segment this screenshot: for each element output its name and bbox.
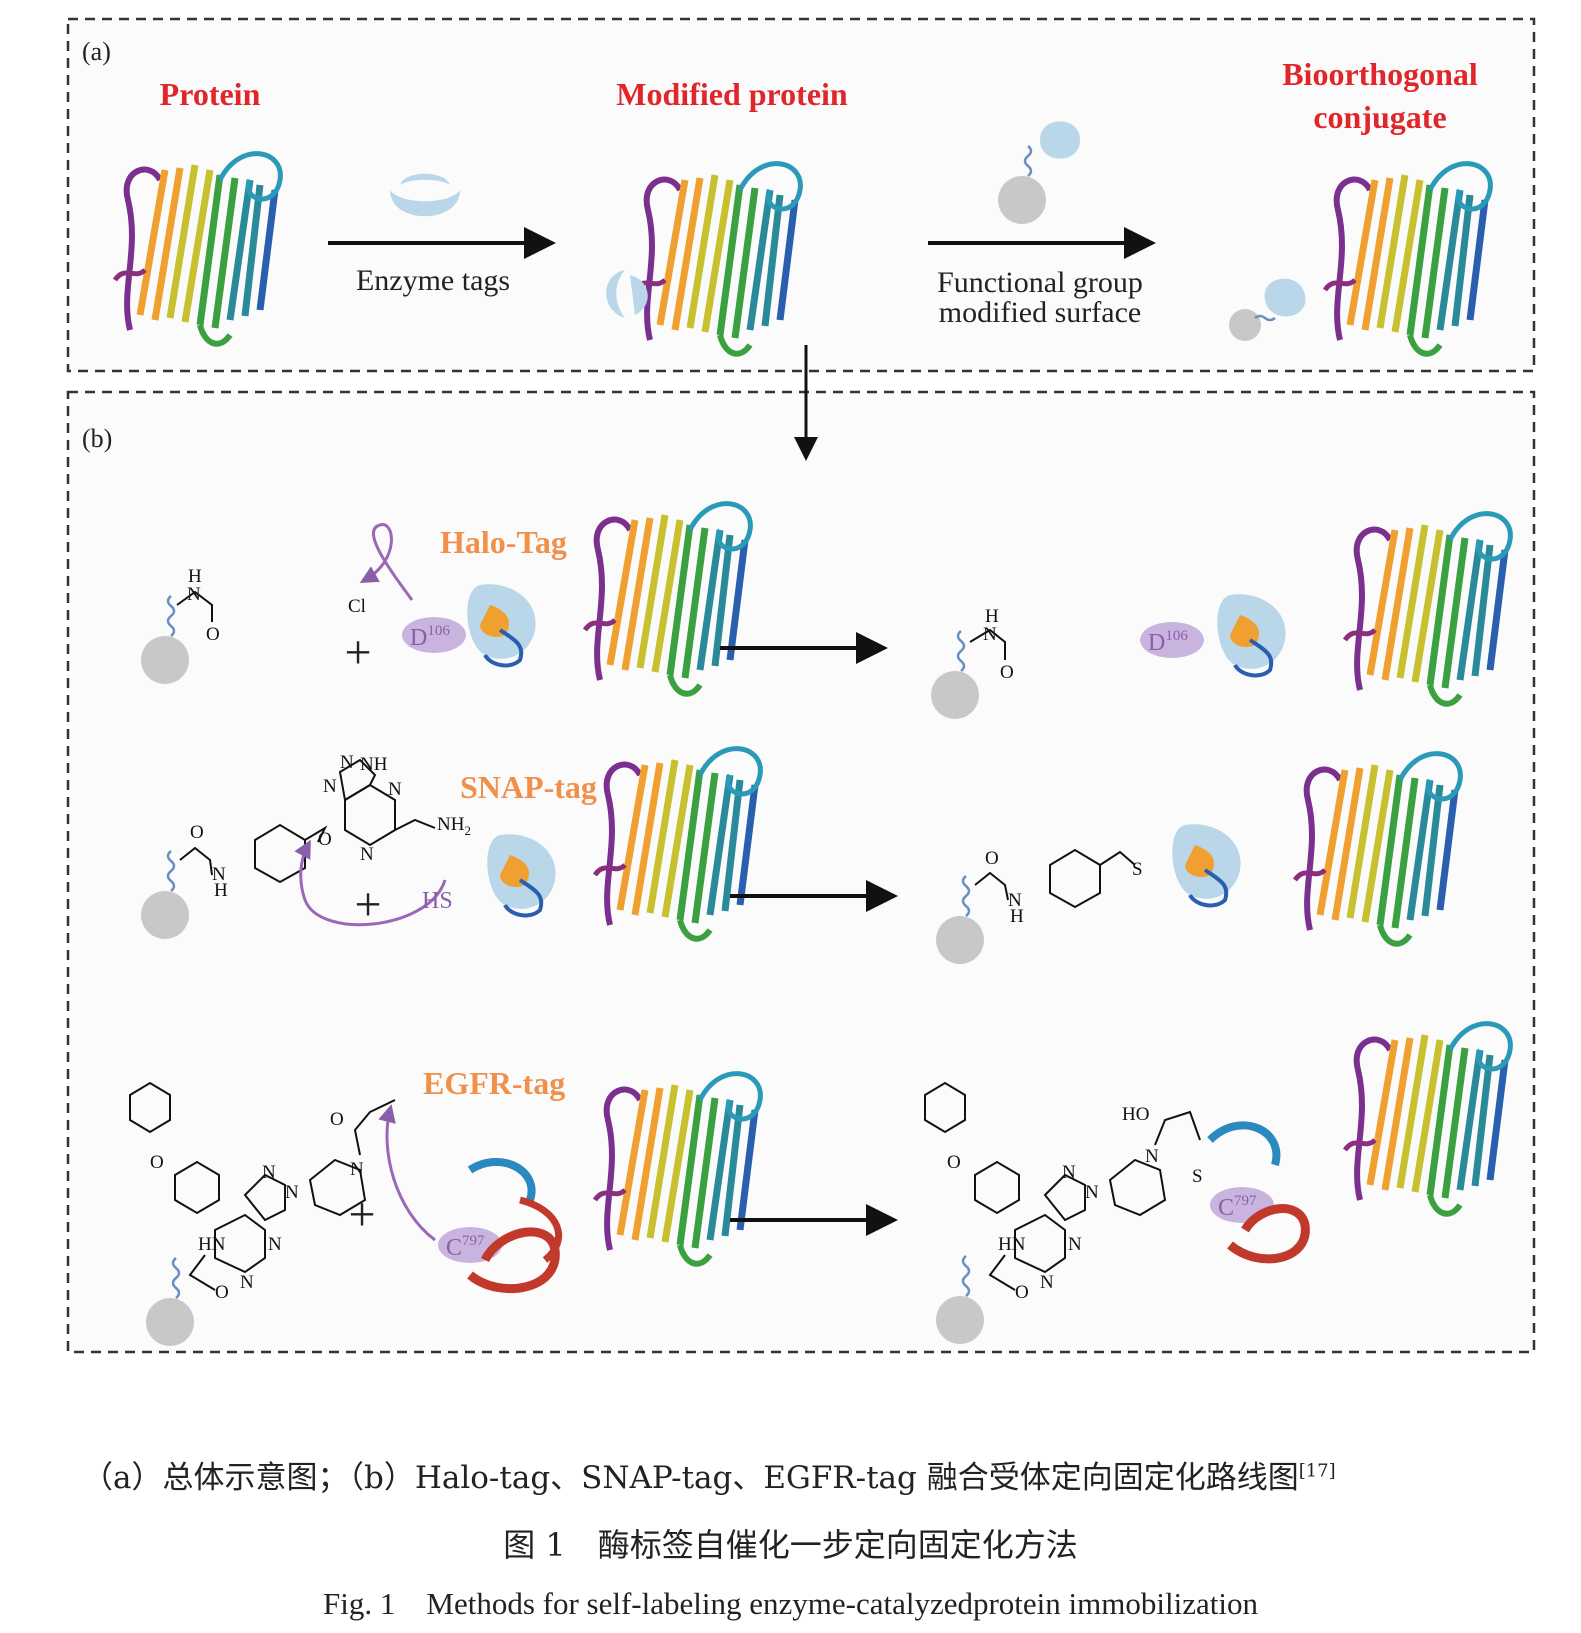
snap-n5-label: N [360,844,374,865]
halo-h-label: H [188,566,202,587]
egfr-n2-label: N [285,1182,299,1203]
panel-a-label: (a) [82,37,111,66]
halo-residue-label: D106 [410,623,450,651]
snap-nh2-label: NH2 [437,814,471,838]
snap-n2-label: N [323,776,337,797]
egfr-product-residue-label: C797 [1218,1193,1257,1221]
stage-protein-title: Protein [160,76,261,112]
figure-canvas: (a) Protein Modified protein Bioorthogon… [66,17,1536,1354]
caption-reference: [17] [1298,1460,1336,1482]
egfr-plus: + [348,1188,375,1241]
stage-conjugate-title-line2: conjugate [1313,99,1446,135]
caption-line-3: Fig. 1 Methods for self-labeling enzyme-… [323,1586,1258,1621]
egfr-ether-o-label: O [150,1152,164,1173]
egfr-product-enzyme-icon [1207,1121,1310,1264]
arrow-functional-surface-label-line2: modified surface [939,296,1141,329]
egfr-tag-title: EGFR-tag [423,1065,565,1101]
snap-n3-label: N [340,752,354,773]
halo-cl-label: Cl [348,596,366,617]
snap-attack-arrow [294,839,447,927]
halo-attack-arrow [359,523,414,601]
snap-product-n-label: N [1008,890,1022,911]
snap-tag-title: SNAP-tag [460,769,597,805]
egfr-piperidine-n-label: N [350,1159,364,1180]
conjugate-surface-icon [1229,278,1306,341]
halo-o-label: O [206,624,220,645]
snap-thiol-label: HS [422,888,453,914]
enzyme-tag-icon [390,173,460,217]
halo-plus: + [344,626,371,679]
egfr-product-n2-label: N [1085,1182,1099,1203]
egfr-product-ho-label: HO [1122,1104,1149,1125]
egfr-product-n1-label: N [1062,1162,1076,1183]
halo-product-residue-label: D106 [1148,628,1188,656]
stage-conjugate-title-line1: Bioorthogonal [1282,56,1478,92]
egfr-product-piperidine-n-label: N [1145,1146,1159,1167]
egfr-n4-label: N [240,1272,254,1293]
snap-product-s-label: S [1132,859,1143,880]
egfr-product-n3-label: N [1068,1234,1082,1255]
egfr-enzyme-ribbon-icon [467,1157,563,1294]
caption-line-2: 图 1 酶标签自催化一步定向固定化方法 [503,1526,1078,1564]
arrow-enzyme-tags-label: Enzyme tags [356,264,510,297]
halo-product-n-label: N [983,624,997,645]
snap-product-o-label: O [985,848,999,869]
egfr-residue-label: C797 [446,1233,485,1261]
egfr-product-ether-o-label: O [947,1152,961,1173]
egfr-product-hn-label: HN [998,1234,1026,1255]
panel-b-label: (b) [82,424,112,453]
halo-product-h-label: H [985,606,999,627]
egfr-row: O N N N N HN O N O + EGFR-tag C797 O N [129,1024,1510,1348]
snap-nh-label: NH [360,754,388,775]
snap-h-label: H [214,880,228,901]
egfr-acryl-o-label: O [330,1109,344,1130]
functional-surface-icon [998,121,1080,224]
egfr-product-s-label: S [1192,1166,1203,1187]
snap-ether-o-label: O [318,829,332,850]
snap-row: O N H O N N NH N N NH2 + SNAP-tag HS O N… [139,749,1460,966]
halo-n-label: N [187,584,201,605]
halo-residue-ellipse [402,617,466,653]
stage-modified-title: Modified protein [616,76,848,112]
attached-tag-icon [606,270,625,318]
egfr-product-amide-o-label: O [1015,1282,1029,1303]
caption-line-1-text: （a）总体示意图；（b）Halo-tag、SNAP-tag、EGFR-tag 融… [82,1460,1299,1496]
halo-row: H N O Cl + Halo-Tag D106 H N O D106 [139,504,1510,721]
egfr-hn-label: HN [198,1234,226,1255]
egfr-product-n4-label: N [1040,1272,1054,1293]
snap-product-h-label: H [1010,906,1024,927]
snap-n4-label: N [388,779,402,800]
egfr-attack-arrow [378,1104,436,1242]
arrow-functional-surface-label-line1: Functional group [937,266,1143,299]
egfr-n3-label: N [268,1234,282,1255]
snap-o-label: O [190,822,204,843]
egfr-n1-label: N [262,1162,276,1183]
halo-product-o-label: O [1000,662,1014,683]
caption-line-1: （a）总体示意图；（b）Halo-tag、SNAP-tag、EGFR-tag 融… [82,1452,1532,1497]
halo-tag-title: Halo-Tag [440,524,567,560]
snap-n-label: N [212,864,226,885]
egfr-amide-o-label: O [215,1282,229,1303]
